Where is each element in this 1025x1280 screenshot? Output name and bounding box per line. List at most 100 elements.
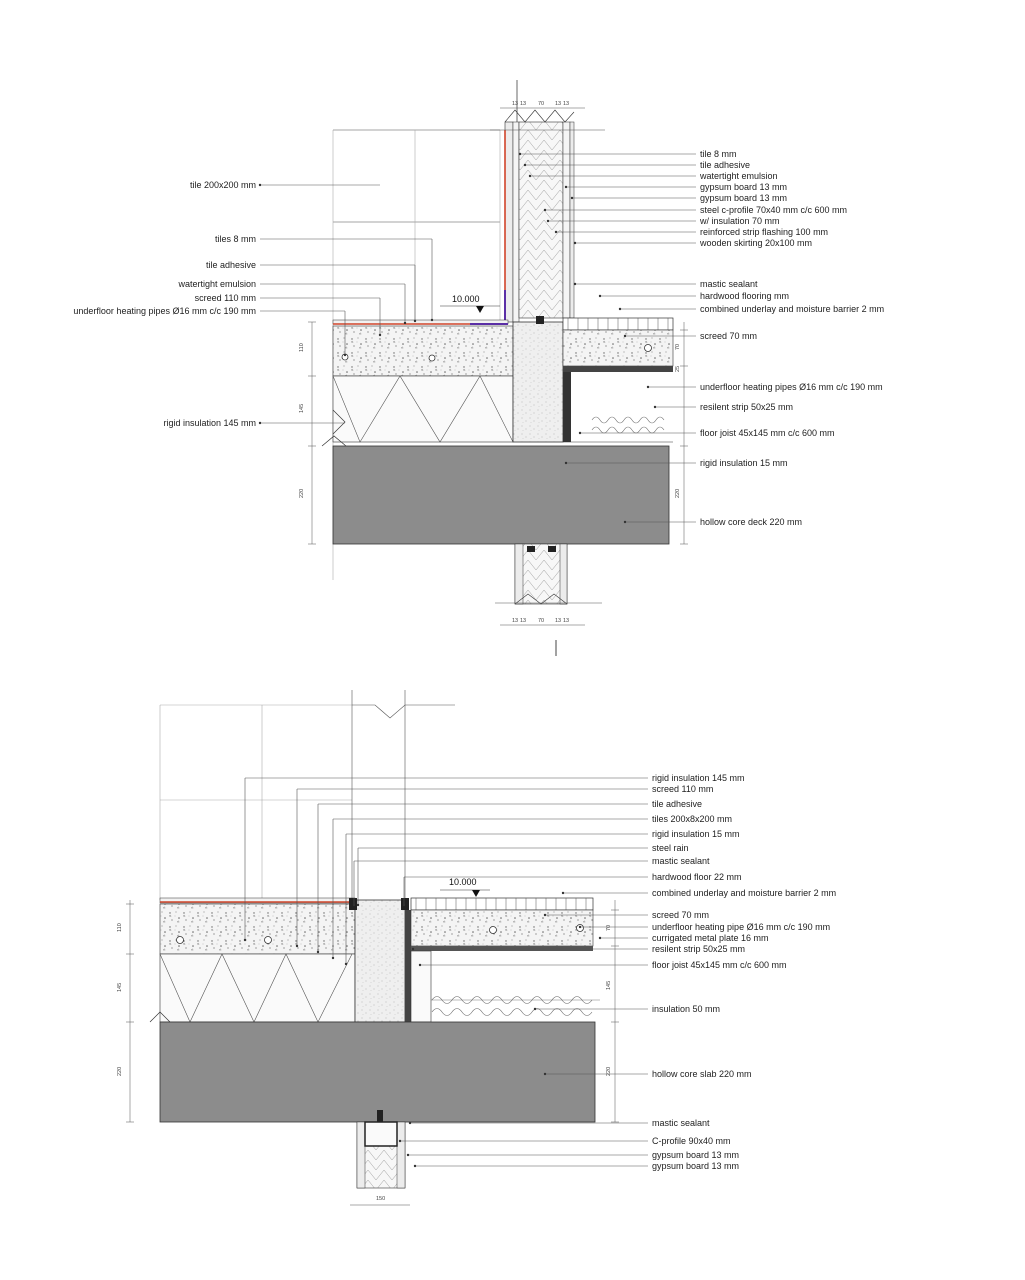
top-dim-top-0: 13	[512, 101, 518, 107]
bottom-right-label-3-text: tiles 200x8x200 mm	[652, 814, 732, 824]
top-right-label-6: w/ insulation 70 mm	[546, 216, 780, 226]
bottom-right-label-10: underfloor heating pipe Ø16 mm c/c 190 m…	[578, 922, 830, 932]
top-right-label-0: tile 8 mm	[518, 149, 737, 159]
bottom-right-label-7-text: hardwood floor 22 mm	[652, 872, 742, 882]
top-rigid-insulation	[332, 375, 514, 443]
bottom-dim-left-2: 145	[117, 983, 123, 992]
top-dim-top-4: 13	[563, 101, 569, 107]
top-right-label-6-text: w/ insulation 70 mm	[699, 216, 780, 226]
top-dim-right-3: 220	[675, 489, 681, 498]
bottom-detail: 10.000 110 145 220 70 145 220 150 rigid …	[117, 690, 836, 1206]
top-right-label-16-text: rigid insulation 15 mm	[700, 458, 788, 468]
bottom-dim-left-3: 220	[117, 1067, 123, 1076]
top-left-label-6-text: rigid insulation 145 mm	[163, 418, 256, 428]
top-right-label-1-text: tile adhesive	[700, 160, 750, 170]
top-dim-bottom-2: 70	[538, 618, 544, 624]
bottom-right-label-14-text: insulation 50 mm	[652, 1004, 720, 1014]
bottom-right-label-5: steel rain	[356, 843, 689, 907]
bottom-right-label-14: insulation 50 mm	[533, 1004, 720, 1014]
bottom-floor-insulation	[431, 996, 593, 1016]
bottom-right-label-19: gypsum board 13 mm	[413, 1161, 739, 1171]
top-right-label-4: gypsum board 13 mm	[570, 193, 787, 203]
bottom-right-label-15: hollow core slab 220 mm	[543, 1069, 752, 1079]
bottom-right-label-1-text: screed 110 mm	[652, 784, 713, 794]
bottom-dim-right-2: 145	[606, 981, 612, 990]
top-right-label-0-text: tile 8 mm	[700, 149, 737, 159]
top-dim-left-3: 220	[299, 489, 305, 498]
top-right-label-16: rigid insulation 15 mm	[564, 458, 788, 468]
bottom-right-label-18-text: gypsum board 13 mm	[652, 1150, 739, 1160]
top-left-label-0-text: tile 200x200 mm	[190, 180, 256, 190]
top-left-label-6: rigid insulation 145 mm	[163, 418, 345, 428]
bottom-right-label-4: rigid insulation 15 mm	[344, 829, 740, 966]
top-right-label-14: resilent strip 50x25 mm	[653, 402, 793, 412]
bottom-level-text: 10.000	[449, 877, 477, 887]
top-screed-left	[332, 325, 514, 377]
top-left-label-2: tile adhesive	[206, 260, 417, 323]
bottom-right-label-0-text: rigid insulation 145 mm	[652, 773, 745, 783]
top-right-label-9-text: mastic sealant	[700, 279, 758, 289]
top-right-label-12: screed 70 mm	[623, 331, 757, 341]
top-right-label-10-text: hardwood flooring mm	[700, 291, 789, 301]
top-right-label-3: gypsum board 13 mm	[564, 182, 787, 192]
top-left-label-3-text: watertight emulsion	[177, 279, 256, 289]
top-right-label-4-text: gypsum board 13 mm	[700, 193, 787, 203]
bottom-right-label-17: C-profile 90x40 mm	[398, 1136, 731, 1146]
top-left-label-1: tiles 8 mm	[215, 234, 434, 322]
bottom-metal-plate	[411, 946, 593, 951]
bottom-column	[354, 899, 406, 1023]
bottom-hollow-core-slab	[159, 1021, 596, 1123]
top-joist-left	[563, 372, 571, 442]
top-wall-left-boards	[504, 121, 514, 323]
top-metal-plate	[563, 366, 673, 372]
top-dim-right-1: 70	[675, 344, 681, 350]
top-dim-left-1: 110	[299, 343, 305, 352]
top-right-label-13-text: underfloor heating pipes Ø16 mm c/c 190 …	[700, 382, 883, 392]
bottom-right-label-13-text: floor joist 45x145 mm c/c 600 mm	[652, 960, 787, 970]
bottom-right-label-2-text: tile adhesive	[652, 799, 702, 809]
top-screed-right	[562, 329, 674, 367]
bottom-right-label-9-text: screed 70 mm	[652, 910, 709, 920]
top-right-label-17-text: hollow core deck 220 mm	[700, 517, 802, 527]
bottom-dim-right-1: 70	[606, 925, 612, 931]
top-dim-bottom-0: 13	[512, 618, 518, 624]
bottom-dim-wall: 150	[376, 1196, 385, 1202]
bottom-right-label-8-text: combined underlay and moisture barrier 2…	[652, 888, 836, 898]
top-right-label-15-text: floor joist 45x145 mm c/c 600 mm	[700, 428, 835, 438]
bottom-right-label-15-text: hollow core slab 220 mm	[652, 1069, 752, 1079]
bottom-right-label-19-text: gypsum board 13 mm	[652, 1161, 739, 1171]
bottom-right-label-9: screed 70 mm	[543, 910, 709, 920]
top-dim-top-3: 13	[555, 101, 561, 107]
bottom-right-label-3: tiles 200x8x200 mm	[331, 814, 732, 960]
top-dim-right-2: 25	[675, 366, 681, 372]
top-dim-bottom-3: 13	[555, 618, 561, 624]
top-right-label-12-text: screed 70 mm	[700, 331, 757, 341]
top-left-label-3: watertight emulsion	[177, 279, 407, 325]
top-floor-insulation	[591, 416, 665, 434]
top-wall-insulation	[518, 121, 564, 319]
bottom-screed-left	[159, 903, 356, 955]
top-left-label-5-text: underfloor heating pipes Ø16 mm c/c 190 …	[73, 306, 256, 316]
bottom-right-label-6: mastic sealant	[352, 856, 710, 907]
bottom-right-label-4-text: rigid insulation 15 mm	[652, 829, 740, 839]
top-right-label-11-text: combined underlay and moisture barrier 2…	[700, 304, 884, 314]
top-right-label-13: underfloor heating pipes Ø16 mm c/c 190 …	[646, 382, 883, 392]
top-right-label-14-text: resilent strip 50x25 mm	[700, 402, 793, 412]
top-left-label-1-text: tiles 8 mm	[215, 234, 256, 244]
bottom-right-label-1: screed 110 mm	[295, 784, 713, 948]
top-right-label-15: floor joist 45x145 mm c/c 600 mm	[578, 428, 835, 438]
top-left-label-2-text: tile adhesive	[206, 260, 256, 270]
bottom-right-label-11-text: currigated metal plate 16 mm	[652, 933, 769, 943]
bottom-hardwood-floor	[410, 897, 594, 911]
top-dim-top-2: 70	[538, 101, 544, 107]
top-right-label-11: combined underlay and moisture barrier 2…	[618, 304, 884, 314]
top-level-text: 10.000	[452, 294, 480, 304]
top-right-label-8: wooden skirting 20x100 mm	[573, 238, 812, 248]
bottom-right-label-0: rigid insulation 145 mm	[243, 773, 745, 942]
top-right-label-8-text: wooden skirting 20x100 mm	[699, 238, 812, 248]
bottom-right-label-16-text: mastic sealant	[652, 1118, 710, 1128]
top-hollow-core-deck	[332, 445, 670, 545]
top-right-label-17: hollow core deck 220 mm	[623, 517, 802, 527]
top-right-label-2: watertight emulsion	[528, 171, 778, 181]
bottom-right-label-2: tile adhesive	[316, 799, 702, 954]
